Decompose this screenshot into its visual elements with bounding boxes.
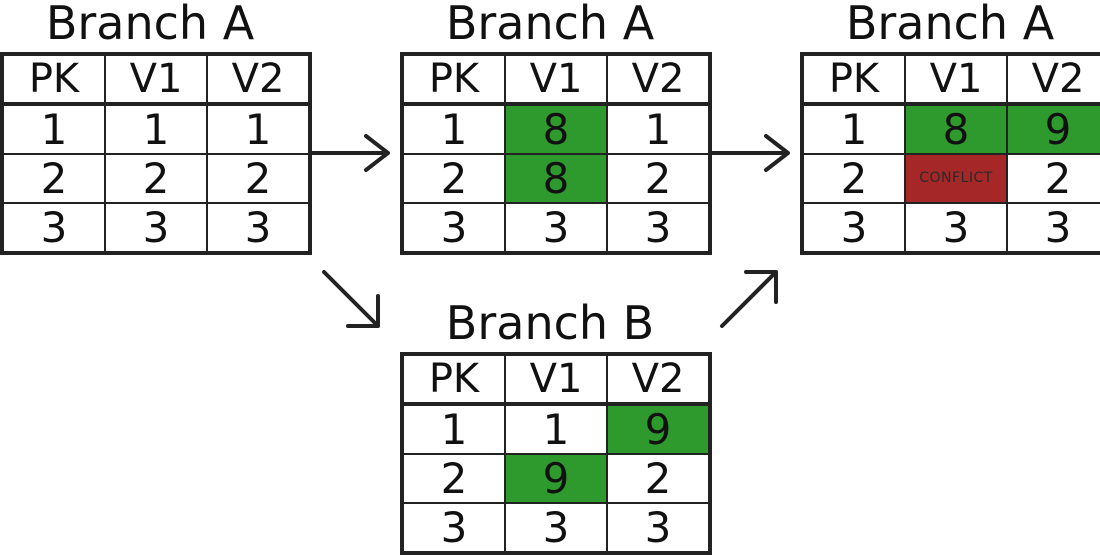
column-header-v1: V1 bbox=[504, 353, 608, 405]
table-cell-v2: 3 bbox=[206, 202, 311, 254]
table-cell-v2: 1 bbox=[206, 103, 311, 155]
column-header-pk: PK bbox=[801, 53, 906, 105]
table-cell-v2: 9 bbox=[606, 403, 711, 455]
column-header-pk: PK bbox=[1, 53, 106, 105]
column-header-v1: V1 bbox=[904, 53, 1008, 105]
table-cell-v2: 2 bbox=[606, 153, 711, 204]
panel-title: Branch A bbox=[45, 0, 255, 50]
column-header-v2: V2 bbox=[606, 353, 711, 405]
table-cell-pk: 1 bbox=[401, 103, 506, 155]
table-cell-v1: 8 bbox=[504, 153, 608, 204]
table-cell-pk: 3 bbox=[1, 202, 106, 254]
column-header-v2: V2 bbox=[1006, 53, 1100, 105]
panel-title: Branch A bbox=[445, 0, 655, 50]
table-cell-pk: 2 bbox=[401, 453, 506, 504]
column-header-v2: V2 bbox=[606, 53, 711, 105]
table-cell-v1: 1 bbox=[104, 103, 208, 155]
table-cell-pk: 1 bbox=[1, 103, 106, 155]
table-cell-pk: 1 bbox=[801, 103, 906, 155]
table-cell-v1: 8 bbox=[504, 103, 608, 155]
panel-title: Branch A bbox=[845, 0, 1055, 50]
table-cell-v2: 2 bbox=[206, 153, 311, 204]
table-cell-pk: 2 bbox=[1, 153, 106, 204]
table-cell-pk: 3 bbox=[401, 202, 506, 254]
arrow-down-right-icon bbox=[322, 270, 380, 328]
table-cell-v1: 8 bbox=[904, 103, 1008, 155]
table-cell-pk: 1 bbox=[401, 403, 506, 455]
table-cell-v1: 3 bbox=[504, 502, 608, 554]
arrow-right-icon bbox=[310, 134, 390, 172]
table-cell-v2: 3 bbox=[606, 202, 711, 254]
table-cell-v1: 9 bbox=[504, 453, 608, 504]
table-cell-v1: CONFLICT bbox=[904, 153, 1008, 204]
arrow-right-icon bbox=[710, 134, 790, 172]
table-cell-v2: 2 bbox=[1006, 153, 1100, 204]
column-header-v2: V2 bbox=[206, 53, 311, 105]
table-cell-v2: 3 bbox=[1006, 202, 1100, 254]
table-cell-pk: 2 bbox=[401, 153, 506, 204]
column-header-pk: PK bbox=[401, 353, 506, 405]
panel-title: Branch B bbox=[445, 296, 655, 350]
table-cell-v2: 1 bbox=[606, 103, 711, 155]
table-cell-pk: 3 bbox=[801, 202, 906, 254]
table-cell-v1: 2 bbox=[104, 153, 208, 204]
table-cell-v2: 9 bbox=[1006, 103, 1100, 155]
table-cell-pk: 3 bbox=[401, 502, 506, 554]
table-cell-v1: 3 bbox=[104, 202, 208, 254]
column-header-v1: V1 bbox=[104, 53, 208, 105]
table-cell-v1: 3 bbox=[904, 202, 1008, 254]
arrow-up-right-icon bbox=[720, 270, 778, 328]
column-header-pk: PK bbox=[401, 53, 506, 105]
table-cell-v2: 2 bbox=[606, 453, 711, 504]
column-header-v1: V1 bbox=[504, 53, 608, 105]
table-cell-v1: 3 bbox=[504, 202, 608, 254]
table-cell-pk: 2 bbox=[801, 153, 906, 204]
table-cell-v1: 1 bbox=[504, 403, 608, 455]
table-cell-v2: 3 bbox=[606, 502, 711, 554]
